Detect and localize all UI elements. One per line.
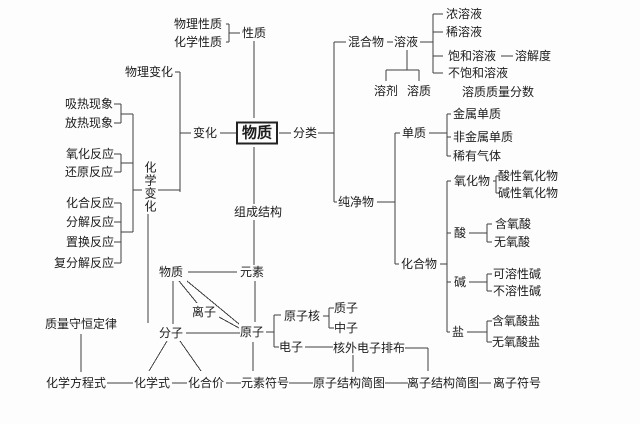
node-acid: 酸 <box>453 226 467 240</box>
node-displacement-reaction: 置换反应 <box>65 235 115 249</box>
node-change: 变化 <box>192 126 218 140</box>
node-metal-simple-substance: 金属单质 <box>452 107 502 121</box>
node-oxyacid: 含氧酸 <box>494 217 532 231</box>
node-mixture: 混合物 <box>347 35 385 49</box>
node-physical-properties: 物理性质 <box>173 17 223 31</box>
node-ion-structure-diagram: 离子结构简图 <box>406 376 480 390</box>
node-nonmetal-simple-substance: 非金属单质 <box>452 130 514 144</box>
node-mass-conservation-law: 质量守恒定律 <box>44 317 118 331</box>
node-salt: 盐 <box>451 325 465 339</box>
node-unsaturated-solution: 不饱和溶液 <box>447 66 509 80</box>
node-solute: 溶质 <box>406 84 432 98</box>
node-combination-reaction: 化合反应 <box>65 196 115 210</box>
node-matter-lower: 物质 <box>158 265 184 279</box>
node-properties: 性质 <box>241 26 267 40</box>
node-oxide: 氧化物 <box>453 174 491 188</box>
node-saturated-solution: 饱和溶液 <box>447 49 497 63</box>
node-composition-structure: 组成结构 <box>233 205 283 219</box>
node-solvent: 溶剂 <box>373 84 399 98</box>
node-matter-central: 物质 <box>235 121 279 145</box>
node-basic-oxide: 碱性氧化物 <box>497 186 559 200</box>
node-electron-arrangement: 核外电子排布 <box>332 341 406 355</box>
node-pure-substance: 纯净物 <box>337 195 375 209</box>
node-valence: 化合价 <box>187 376 225 390</box>
node-electron: 电子 <box>278 340 304 354</box>
node-double-decomposition-reaction: 复分解反应 <box>53 256 115 270</box>
node-chemical-equation: 化学方程式 <box>45 376 107 390</box>
node-nucleus: 原子核 <box>283 309 321 323</box>
node-oxidation-reaction: 氧化反应 <box>65 147 115 161</box>
node-soluble-base: 可溶性碱 <box>492 267 542 281</box>
node-solution: 溶液 <box>393 35 419 49</box>
node-insoluble-base: 不溶性碱 <box>492 284 542 298</box>
node-oxygen-free-salt: 无氧酸盐 <box>491 335 541 349</box>
node-dilute-solution: 稀溶液 <box>445 25 483 39</box>
node-ion-symbol: 离子符号 <box>492 376 542 390</box>
node-atom-structure-diagram: 原子结构简图 <box>312 376 386 390</box>
node-concentrated-solution: 浓溶液 <box>445 7 483 21</box>
node-oxygen-free-acid: 无氧酸 <box>493 235 531 249</box>
node-solute-mass-fraction: 溶质质量分数 <box>461 85 535 99</box>
node-decomposition-reaction: 分解反应 <box>65 215 115 229</box>
node-solubility: 溶解度 <box>514 49 552 63</box>
node-ion: 离子 <box>191 305 217 319</box>
node-exothermic-phenomenon: 放热现象 <box>64 116 114 130</box>
node-chemical-formula: 化学式 <box>133 376 171 390</box>
node-proton: 质子 <box>333 301 359 315</box>
node-neutron: 中子 <box>333 321 359 335</box>
node-atom: 原子 <box>239 325 265 339</box>
node-element: 元素 <box>239 265 265 279</box>
node-physical-change: 物理变化 <box>124 65 174 79</box>
node-chemical-properties: 化学性质 <box>173 35 223 49</box>
node-element-symbol: 元素符号 <box>240 376 290 390</box>
node-endothermic-phenomenon: 吸热现象 <box>64 97 114 111</box>
node-noble-gas: 稀有气体 <box>452 149 502 163</box>
node-simple-substance: 单质 <box>401 126 427 140</box>
node-oxysalt: 含氧酸盐 <box>491 314 541 328</box>
node-classification: 分类 <box>292 126 318 140</box>
node-chemical-change: 化学变化 <box>143 161 157 213</box>
node-reduction-reaction: 还原反应 <box>64 165 114 179</box>
node-acidic-oxide: 酸性氧化物 <box>497 169 559 183</box>
node-base: 碱 <box>453 275 467 289</box>
node-compound: 化合物 <box>400 257 438 271</box>
node-molecule: 分子 <box>158 326 184 340</box>
